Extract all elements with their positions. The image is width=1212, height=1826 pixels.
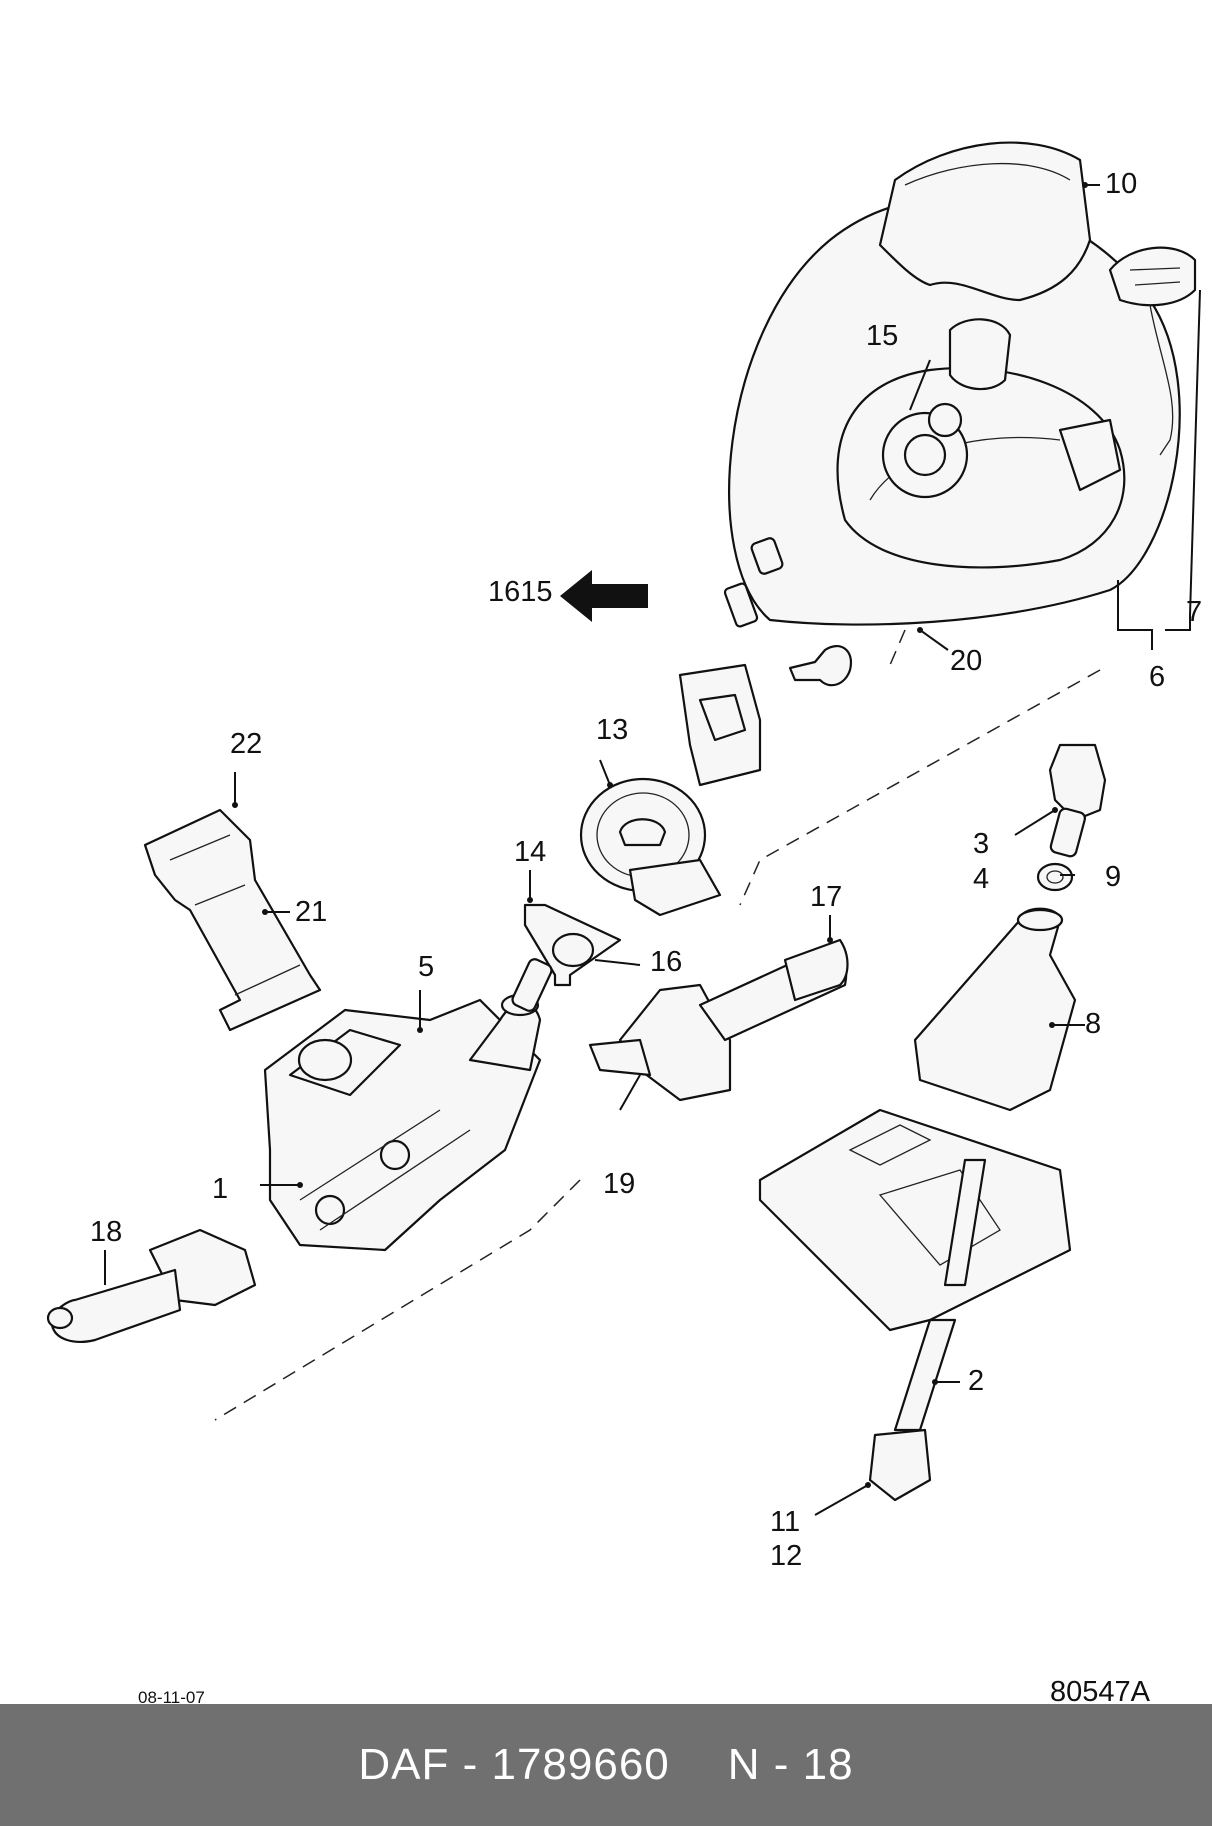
callout-4: 4 [973,863,990,895]
callout-15: 15 [866,320,899,352]
callout-13: 13 [596,714,629,746]
reference-label: 1615 [488,576,553,608]
boot-8 [913,907,1077,1112]
callout-20: 20 [950,645,983,677]
callout-5: 5 [418,951,435,983]
callout-19: 19 [603,1168,636,1200]
callout-21: 21 [295,896,328,928]
wheel-switch-left [948,318,1012,391]
bracket-22 [143,808,322,1032]
callout-3: 3 [973,828,990,860]
callout-16: 16 [650,946,683,978]
stalk-18 [46,1228,257,1343]
steering-column-exploded-diagram [46,141,1201,1516]
footer-bar: DAF - 1789660 N - 18 [0,1704,1212,1826]
callout-2: 2 [968,1365,985,1397]
callout-6: 6 [1149,661,1166,693]
callout-8: 8 [1085,1008,1102,1040]
plate-16 [523,903,622,987]
part-number: DAF - 1789660 [358,1740,670,1789]
callout-11: 11 [770,1506,801,1538]
callout-10: 10 [1105,168,1138,200]
floor-plate [758,1108,1072,1332]
callout-7: 7 [1186,596,1203,628]
wheel-switch-right [1108,246,1197,456]
universal-joint-3 [1036,743,1107,892]
section-code: N - 18 [727,1740,854,1789]
combination-switch [588,938,849,1102]
clock-spring [579,777,722,917]
callout-17: 17 [810,881,843,913]
callout-9: 9 [1105,861,1122,893]
horn-pad [878,141,1092,302]
intermediate-shaft [868,1318,957,1502]
callout-22: 22 [230,728,263,760]
left-arrow-icon [560,570,648,622]
callout-12: 12 [770,1540,803,1572]
steering-column-housing [263,958,553,1252]
drawing-number: 80547A [1050,1676,1150,1708]
callout-18: 18 [90,1216,123,1248]
callout-14: 14 [514,836,547,868]
steering-wheel [728,196,1181,626]
drawing-date: 08-11-07 [138,1688,205,1707]
callout-1: 1 [212,1173,229,1205]
bolts-and-key [678,537,853,787]
